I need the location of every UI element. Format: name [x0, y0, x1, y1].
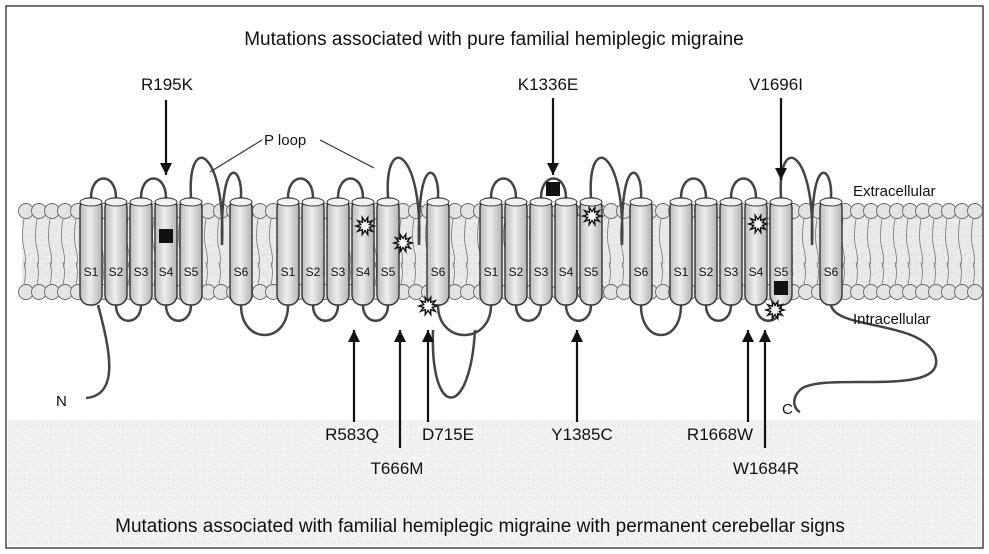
- square-marker: [774, 281, 788, 295]
- n-terminus-label: N: [56, 393, 67, 410]
- helix-segment: [630, 198, 652, 305]
- lipid-head: [968, 285, 983, 300]
- segment-label: S3: [724, 265, 739, 279]
- helix-cap: [130, 198, 152, 206]
- helix-cap: [505, 198, 527, 206]
- helix-cap: [555, 198, 577, 206]
- segment-label: S2: [306, 265, 321, 279]
- helix-segment: [180, 198, 202, 305]
- helix-segment: [530, 198, 552, 305]
- segment-label: S4: [356, 265, 371, 279]
- helix-cap: [745, 198, 767, 206]
- intracellular-label: Intracellular: [853, 311, 931, 328]
- segment-label: S5: [584, 265, 599, 279]
- segment-label: S1: [84, 265, 99, 279]
- helix-cap: [770, 198, 792, 206]
- helix-cap: [155, 198, 177, 206]
- helix-cap: [580, 198, 602, 206]
- lipid-head: [968, 204, 983, 219]
- segment-label: S2: [699, 265, 714, 279]
- helix-segment: [377, 198, 399, 305]
- mutation-label-pure: R195K: [141, 75, 194, 94]
- segment-label: S5: [774, 265, 789, 279]
- helix-segment: [695, 198, 717, 305]
- bottom-title: Mutations associated with familial hemip…: [115, 516, 845, 537]
- mutation-label-cerebellar: Y1385C: [551, 425, 612, 444]
- helix-segment: [670, 198, 692, 305]
- helix-cap: [230, 198, 252, 206]
- mutation-label-cerebellar: R1668W: [687, 425, 753, 444]
- helix-cap: [277, 198, 299, 206]
- helix-cap: [352, 198, 374, 206]
- helix-cap: [80, 198, 102, 206]
- helix-segment: [480, 198, 502, 305]
- helix-cap: [377, 198, 399, 206]
- helix-cap: [302, 198, 324, 206]
- helix-segment: [105, 198, 127, 305]
- helix-cap: [695, 198, 717, 206]
- segment-label: S6: [824, 265, 839, 279]
- segment-label: S4: [749, 265, 764, 279]
- segment-label: S5: [381, 265, 396, 279]
- segment-label: S1: [484, 265, 499, 279]
- helix-cap: [630, 198, 652, 206]
- segment-label: S4: [559, 265, 574, 279]
- mutation-label-pure: K1336E: [518, 75, 579, 94]
- square-marker: [546, 182, 560, 196]
- helix-cap: [327, 198, 349, 206]
- helix-segment: [155, 198, 177, 305]
- segment-label: S1: [674, 265, 689, 279]
- helix-cap: [670, 198, 692, 206]
- mutation-label-pure: V1696I: [749, 75, 803, 94]
- c-terminus-label: C: [782, 401, 793, 418]
- segment-label: S6: [234, 265, 249, 279]
- segment-label: S6: [431, 265, 446, 279]
- helix-segment: [80, 198, 102, 305]
- helix-segment: [230, 198, 252, 305]
- segment-label: S3: [534, 265, 549, 279]
- extracellular-label: Extracellular: [853, 183, 936, 200]
- helix-segment: [720, 198, 742, 305]
- segment-label: S5: [184, 265, 199, 279]
- mutation-label-cerebellar: R583Q: [325, 425, 379, 444]
- helix-segment: [302, 198, 324, 305]
- helix-cap: [820, 198, 842, 206]
- helix-segment: [130, 198, 152, 305]
- segment-label: S4: [159, 265, 174, 279]
- top-title: Mutations associated with pure familial …: [244, 29, 744, 50]
- helix-segment: [277, 198, 299, 305]
- helix-cap: [105, 198, 127, 206]
- mutation-label-cerebellar: T666M: [371, 459, 424, 478]
- segment-label: S3: [134, 265, 149, 279]
- helix-segment: [820, 198, 842, 305]
- helix-segment: [352, 198, 374, 305]
- p-loop-label: P loop: [264, 132, 306, 149]
- helix-segment: [327, 198, 349, 305]
- mutation-label-cerebellar: D715E: [422, 425, 474, 444]
- mutation-label-cerebellar: W1684R: [733, 459, 799, 478]
- segment-label: S3: [331, 265, 346, 279]
- helix-cap: [530, 198, 552, 206]
- square-marker: [159, 229, 173, 243]
- helix-segment: [505, 198, 527, 305]
- helix-cap: [180, 198, 202, 206]
- segment-label: S6: [634, 265, 649, 279]
- helix-cap: [720, 198, 742, 206]
- helix-segment: [745, 198, 767, 305]
- helix-cap: [480, 198, 502, 206]
- helix-segment: [427, 198, 449, 305]
- segment-label: S2: [509, 265, 524, 279]
- segment-label: S1: [281, 265, 296, 279]
- segment-label: S2: [109, 265, 124, 279]
- helix-segment: [555, 198, 577, 305]
- helix-cap: [427, 198, 449, 206]
